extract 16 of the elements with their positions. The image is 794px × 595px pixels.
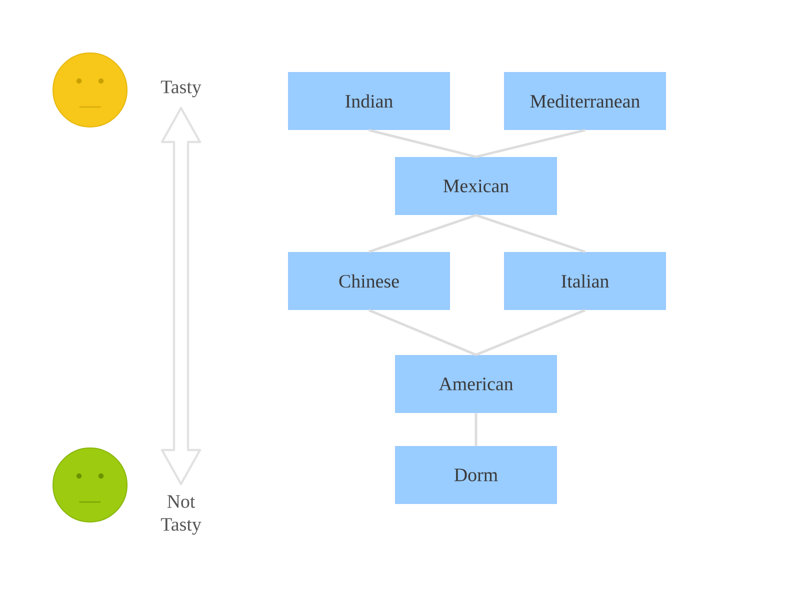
- category-box: Italian: [504, 252, 666, 310]
- connector-line: [476, 128, 586, 158]
- category-box: Mediterranean: [504, 72, 666, 130]
- category-box: Chinese: [288, 252, 450, 310]
- connector-line: [476, 309, 586, 356]
- connector-line: [368, 309, 476, 356]
- scale-label: Tasty: [160, 80, 202, 98]
- connector-line: [476, 214, 586, 253]
- connector-line: [368, 128, 476, 158]
- category-box: American: [395, 355, 557, 413]
- connector-line: [474, 413, 478, 446]
- connector-line: [368, 214, 476, 253]
- scale-label: Not Tasty: [160, 495, 202, 535]
- category-box: Mexican: [395, 157, 557, 215]
- category-box: Indian: [288, 72, 450, 130]
- category-box: Dorm: [395, 446, 557, 504]
